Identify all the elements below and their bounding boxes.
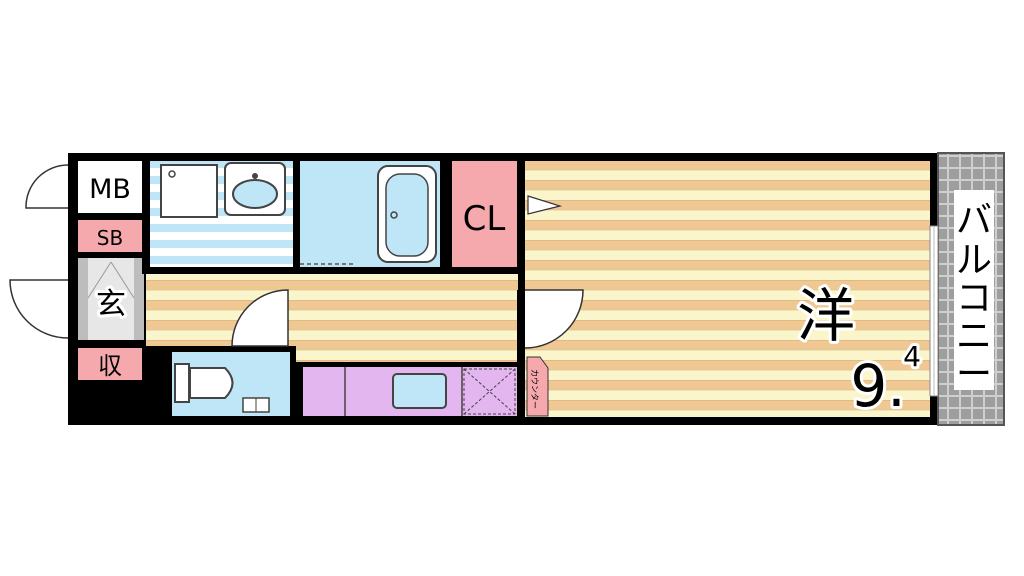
balcony-label-char-5: ー <box>956 354 992 395</box>
toilet-bowl <box>189 367 234 399</box>
mb-door-swing <box>25 164 69 209</box>
sb-label: SB <box>97 226 123 250</box>
closet-door-marker <box>527 195 563 215</box>
hallway-floor-lower <box>296 346 518 362</box>
shoe-box <box>78 220 142 252</box>
closet <box>452 161 517 267</box>
front-door-swing <box>9 279 69 339</box>
balcony-label-char-4: ニ <box>956 316 992 357</box>
counter-label: カウンター <box>530 369 539 409</box>
washing-machine-pan <box>160 164 218 218</box>
western-room-label: 洋 <box>797 282 855 350</box>
counter <box>526 356 549 417</box>
balcony-label-char-3: コ <box>956 278 992 319</box>
room-door-swing <box>524 289 584 349</box>
kitchen-sink <box>392 373 447 409</box>
balcony-label-char-1: バ <box>956 200 992 241</box>
entrance-label: 玄 <box>96 287 126 322</box>
western-room <box>525 161 930 417</box>
toilet-door-swing <box>231 289 289 347</box>
area-label: 9. <box>850 352 905 420</box>
storage <box>78 348 142 380</box>
meter-box <box>78 161 142 213</box>
area-decimal-label: 4 <box>903 340 921 373</box>
closet-label: CL <box>463 199 506 239</box>
hallway-floor <box>146 274 518 346</box>
storage-label: 収 <box>98 352 122 380</box>
balcony-label-char-2: ル <box>956 240 992 281</box>
mb-label: MB <box>89 174 131 205</box>
